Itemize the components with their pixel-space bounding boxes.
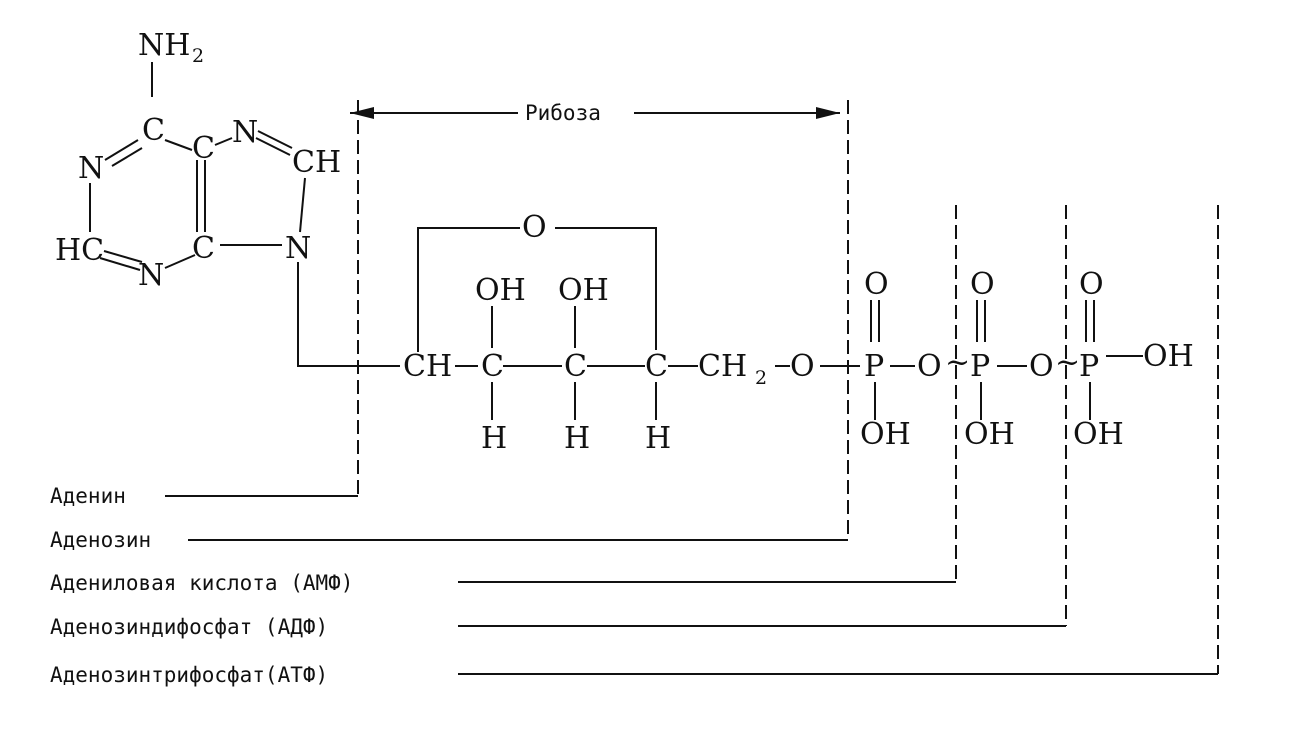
phosphate3-oh: OH xyxy=(1073,417,1124,452)
label-atp: Аденозинтрифосфат(АТФ) xyxy=(50,663,328,687)
label-adenosine: Аденозин xyxy=(50,528,151,552)
n9-atom: N xyxy=(285,231,311,266)
c5-atom: C xyxy=(192,131,215,166)
phosphate1-top-oxygen: O xyxy=(864,267,889,302)
phosphate3-top-oxygen: O xyxy=(1079,267,1104,302)
ribose-ch2: CH xyxy=(698,349,747,384)
c4-atom: C xyxy=(192,231,215,266)
terminal-oh: OH xyxy=(1143,339,1194,374)
ribose-label: Рибоза xyxy=(525,101,601,125)
ribose-oh-c2: OH xyxy=(475,273,526,308)
label-adp: Аденозиндифосфат (АДФ) xyxy=(50,615,328,639)
ribose-oh-c3: OH xyxy=(558,273,609,308)
ribose-bracket: Рибоза xyxy=(350,101,840,125)
c6-atom: C xyxy=(142,113,165,148)
ribose-o5: O xyxy=(790,349,815,384)
ribose-bonds xyxy=(417,227,860,420)
phosphate-bonds xyxy=(870,300,1143,420)
label-adenine: Аденин xyxy=(50,484,126,508)
n1-atom: N xyxy=(78,151,104,186)
ribose-atoms: O OH OH CH C C C H H H CH 2 O xyxy=(403,210,815,456)
boundary-lines xyxy=(165,100,1219,675)
phosphorus-3: P xyxy=(1079,349,1099,384)
ribose-c4: C xyxy=(645,349,668,384)
n3-atom: N xyxy=(138,258,164,293)
ribose-h-c4: H xyxy=(645,421,671,456)
high-energy-bond-1: ~ xyxy=(945,345,970,380)
adenine-atoms: NH 2 C C N N CH HC C N N xyxy=(55,28,341,293)
high-energy-bond-2: ~ xyxy=(1055,345,1080,380)
n7-atom: N xyxy=(232,115,258,150)
phosphorus-2: P xyxy=(970,349,990,384)
amino-subscript: 2 xyxy=(192,45,204,67)
label-amp: Адениловая кислота (АМФ) xyxy=(50,571,353,595)
ribose-c2: C xyxy=(481,349,504,384)
amino-nh-label: NH xyxy=(138,28,190,63)
phosphate1-oh: OH xyxy=(860,417,911,452)
ribose-c3: C xyxy=(564,349,587,384)
ribose-ring-oxygen: O xyxy=(522,210,547,245)
phosphate2-oh: OH xyxy=(964,417,1015,452)
ribose-h-c2: H xyxy=(481,421,507,456)
ribose-ch2-subscript: 2 xyxy=(755,367,767,389)
c2-atom: HC xyxy=(55,233,104,268)
bridge-oxygen-1: O xyxy=(917,349,942,384)
adenine-bonds xyxy=(89,62,400,367)
c8-atom: CH xyxy=(292,145,341,180)
ribose-ch-c1: CH xyxy=(403,349,452,384)
compound-labels: Аденин Аденозин Адениловая кислота (АМФ)… xyxy=(50,484,353,687)
phosphorus-1: P xyxy=(864,349,884,384)
phosphate2-top-oxygen: O xyxy=(970,267,995,302)
ribose-h-c3: H xyxy=(564,421,590,456)
phosphate-atoms: O O O P O ~ P O ~ P OH OH OH OH xyxy=(860,267,1194,452)
bridge-oxygen-2: O xyxy=(1029,349,1054,384)
